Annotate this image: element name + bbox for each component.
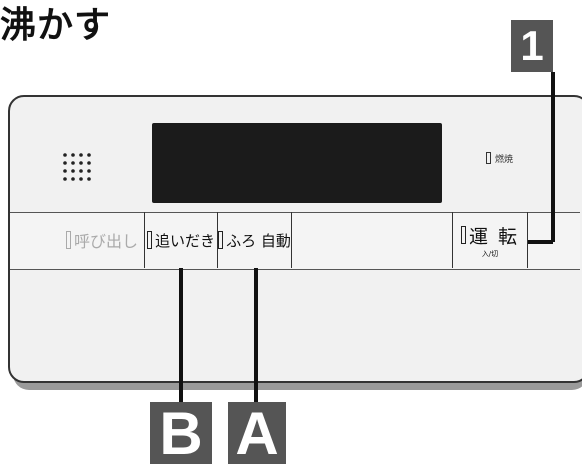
power-button-sublabel: 入/切	[481, 249, 499, 258]
power-button-label: 運 転	[468, 225, 520, 248]
callout-1: 1	[511, 20, 553, 72]
lcd-display	[152, 123, 442, 203]
call-lamp-icon	[65, 231, 71, 249]
reheat-lamp-icon	[146, 231, 152, 249]
callout-b: B	[150, 400, 212, 467]
auto-bath-lamp-icon	[218, 231, 224, 249]
burn-indicator: 燃焼	[486, 152, 513, 165]
power-button[interactable]: 運 転 入/切	[452, 212, 528, 268]
burn-lamp-icon	[486, 152, 491, 164]
button-strip	[10, 212, 580, 270]
speaker-grille-icon	[63, 153, 91, 181]
power-lamp-icon	[460, 226, 466, 244]
call-button[interactable]: 呼び出し	[60, 212, 144, 268]
section-heading: 沸かす	[0, 5, 112, 46]
auto-bath-button[interactable]: ふろ 自動	[218, 212, 292, 268]
reheat-button[interactable]: 追いだき	[144, 212, 218, 268]
call-button-label: 呼び出し	[73, 232, 138, 251]
burn-indicator-label: 燃焼	[495, 155, 514, 165]
reheat-button-label: 追いだき	[154, 231, 215, 250]
auto-bath-button-label: ふろ 自動	[226, 231, 291, 250]
callout-a: A	[228, 400, 286, 467]
